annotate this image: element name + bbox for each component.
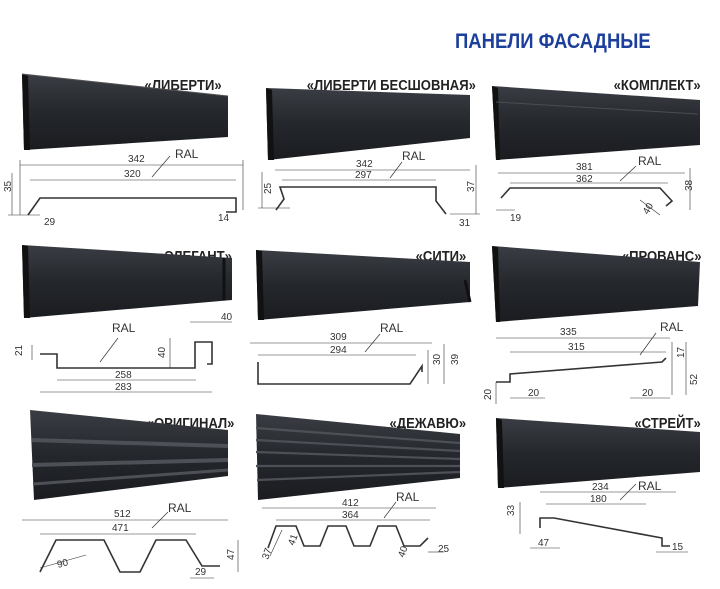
dim-liberti-seamless-342: 342 [356, 159, 373, 170]
ral-liberti-seamless: RAL [402, 149, 426, 163]
dim-provans-52: 52 [689, 373, 700, 385]
dim-elegant-258: 258 [115, 370, 132, 381]
dim-dezhavyu-37: 37 [260, 546, 274, 561]
profile-drawing-streit [519, 483, 688, 553]
dim-provans-20-bottom: 20 [528, 388, 540, 399]
dim-komplekt-362: 362 [576, 174, 593, 185]
panel-image-elegant [22, 245, 232, 318]
profile-drawing-provans [495, 332, 687, 404]
dim-dezhavyu-40: 40 [396, 544, 410, 559]
panel-label-dezhavyu: «ДЕЖАВЮ» [389, 416, 466, 432]
panel-label-komplekt: «КОМПЛЕКТ» [613, 78, 701, 94]
ral-original: RAL [168, 501, 192, 515]
dim-elegant-40-top: 40 [221, 312, 233, 323]
profile-drawing-original [22, 511, 239, 579]
dim-komplekt-40: 40 [641, 201, 656, 217]
dim-liberti-342: 342 [128, 154, 145, 165]
dim-dezhavyu-25: 25 [438, 544, 450, 555]
panel-label-liberti-seamless: «ЛИБЕРТИ БЕСШОВНАЯ» [306, 78, 476, 94]
dim-liberti-35: 35 [3, 180, 14, 192]
dim-original-512: 512 [114, 509, 131, 520]
dim-original-47: 47 [226, 548, 237, 560]
dim-provans-335: 335 [560, 327, 577, 338]
panel-image-streit [496, 418, 700, 488]
dim-liberti-14: 14 [218, 213, 230, 224]
dim-streit-47: 47 [538, 538, 550, 549]
dim-elegant-40-side: 40 [157, 346, 168, 358]
ral-streit: RAL [638, 479, 662, 493]
dim-liberti-seamless-37: 37 [466, 180, 477, 192]
panel-image-liberti-seamless [266, 88, 470, 160]
dim-dezhavyu-364: 364 [342, 510, 359, 521]
panel-image-liberti [21, 73, 229, 150]
panel-image-original [30, 410, 229, 500]
panel-image-dezhavyu [255, 414, 461, 500]
dim-liberti-320: 320 [124, 169, 141, 180]
dim-provans-17: 17 [676, 346, 687, 358]
dim-komplekt-19: 19 [510, 213, 522, 224]
dim-elegant-21: 21 [14, 344, 25, 356]
page-title: ПАНЕЛИ ФАСАДНЫЕ [455, 30, 651, 53]
dim-original-471: 471 [112, 523, 129, 534]
dim-siti-294: 294 [330, 345, 347, 356]
ral-liberti: RAL [175, 147, 199, 161]
profile-drawing-dezhavyu [262, 501, 444, 557]
dim-original-29: 29 [195, 567, 207, 578]
dim-elegant-283: 283 [115, 382, 132, 393]
dim-dezhavyu-412: 412 [342, 498, 359, 509]
panel-image-provans [492, 246, 700, 322]
ral-provans: RAL [660, 320, 684, 334]
profile-drawing-liberti-seamless [258, 161, 480, 215]
dim-original-90: 90 [56, 557, 70, 571]
dim-provans-315: 315 [568, 342, 585, 353]
dim-liberti-29: 29 [44, 217, 56, 228]
panel-image-siti [256, 250, 472, 320]
dim-liberti-seamless-297: 297 [355, 170, 372, 181]
profile-drawing-elegant [31, 321, 232, 393]
ral-komplekt: RAL [638, 154, 662, 168]
ral-siti: RAL [380, 321, 404, 335]
panel-image-komplekt [492, 86, 700, 160]
dim-liberti-seamless-31: 31 [459, 218, 471, 229]
dim-siti-30: 30 [432, 353, 443, 365]
dim-siti-309: 309 [330, 332, 347, 343]
dim-dezhavyu-41: 41 [286, 532, 300, 547]
profile-drawing-komplekt [496, 165, 691, 216]
dim-provans-20-right: 20 [642, 388, 654, 399]
panel-label-streit: «СТРЕЙТ» [634, 416, 701, 432]
ral-dezhavyu: RAL [396, 490, 420, 504]
dim-streit-33: 33 [506, 504, 517, 516]
dim-provans-20-left: 20 [483, 388, 494, 400]
profile-drawing-liberti [8, 155, 244, 216]
ral-elegant: RAL [112, 321, 136, 335]
dim-streit-180: 180 [590, 494, 607, 505]
dim-streit-15: 15 [672, 542, 684, 553]
profile-drawing-siti [250, 333, 445, 385]
dim-komplekt-38: 38 [684, 179, 695, 191]
dim-liberti-seamless-25: 25 [263, 182, 274, 194]
dim-streit-234: 234 [592, 482, 609, 493]
dim-komplekt-381: 381 [576, 162, 593, 173]
dim-siti-39: 39 [450, 353, 461, 365]
